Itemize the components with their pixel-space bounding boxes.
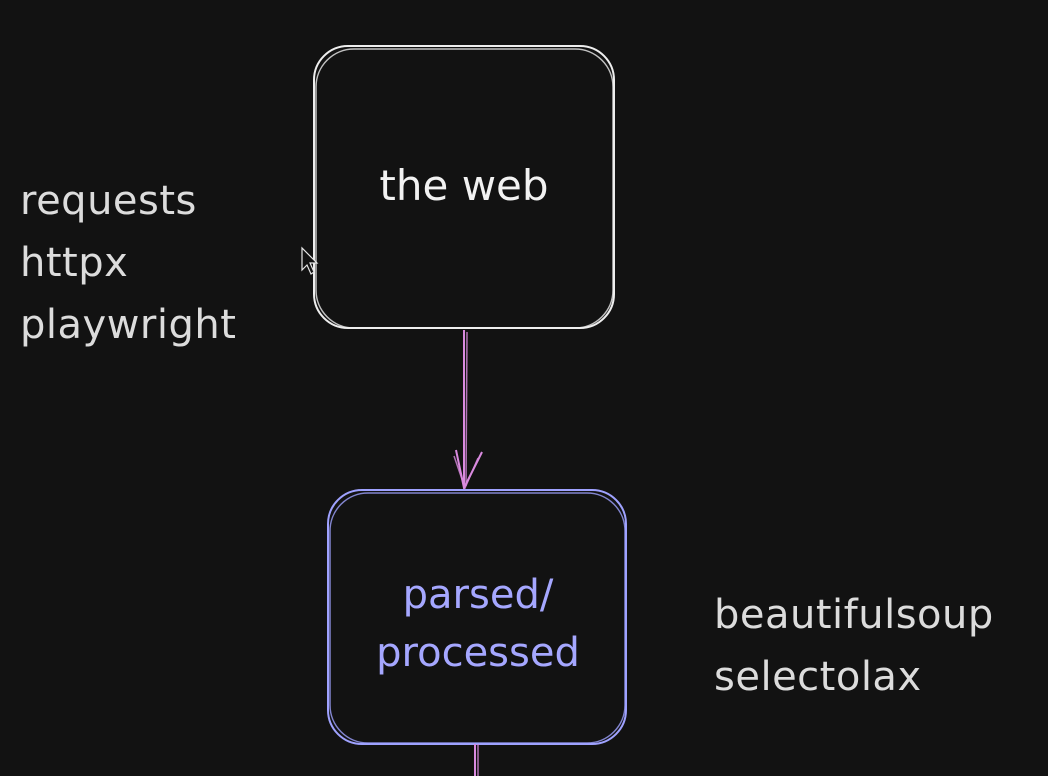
library-httpx: httpx [20,240,129,286]
parsed-node-label-line-1: parsed/ [402,572,554,618]
library-playwright: playwright [20,302,237,348]
fetch-libraries-list: requests httpx playwright [20,170,236,356]
parsed-node-border-sketch [329,492,626,744]
library-requests: requests [20,178,197,224]
mouse-cursor-icon [301,246,319,275]
library-selectolax: selectolax [714,654,922,700]
parsed-node-label: parsed/ processed [328,566,628,682]
arrow-parsed-down [474,744,479,776]
parse-libraries-list: beautifulsoup selectolax [714,584,994,708]
web-node-label: the web [314,160,614,212]
parsed-node-label-line-2: processed [376,630,580,676]
parsed-node-border [327,489,627,745]
parsed-node[interactable] [327,489,627,745]
arrow-web-to-parsed [453,330,483,492]
web-node-label-text: the web [379,161,549,210]
library-beautifulsoup: beautifulsoup [714,592,994,638]
web-node-border-sketch [315,48,614,329]
web-node[interactable] [313,45,615,329]
